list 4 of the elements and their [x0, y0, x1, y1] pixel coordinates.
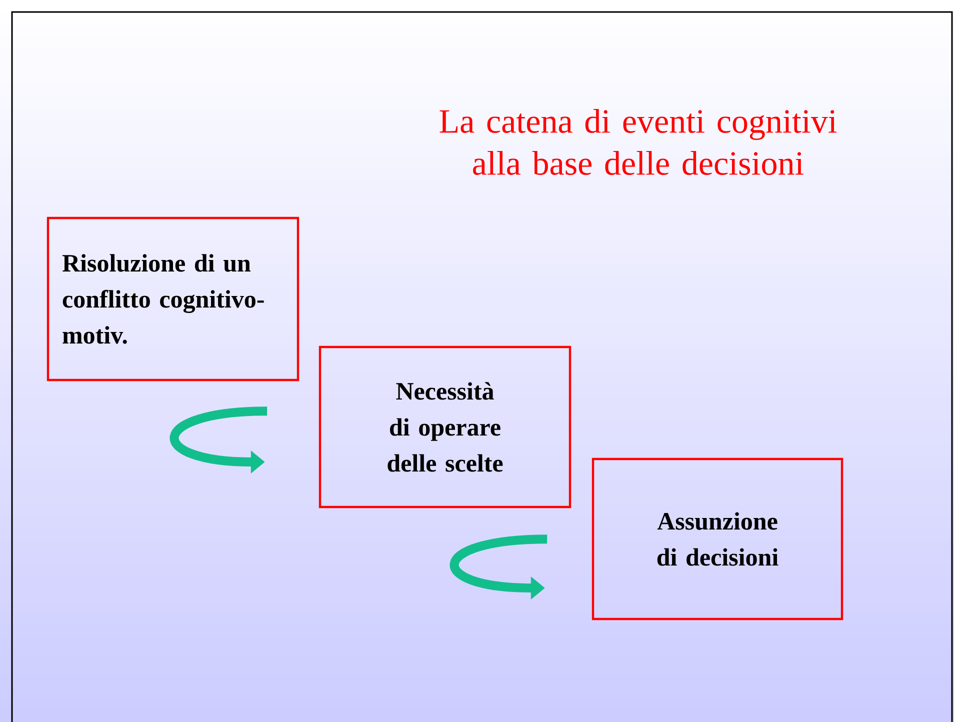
text-box: Risoluzione di un conflitto cognitivo-motiv. [46, 216, 300, 382]
text-box: Necessità di operare delle scelte [318, 346, 572, 508]
title: La catena di eventi cognitivi alla base delle decisioni [440, 109, 837, 175]
text-box: Assunzione di decisioni [592, 458, 844, 620]
